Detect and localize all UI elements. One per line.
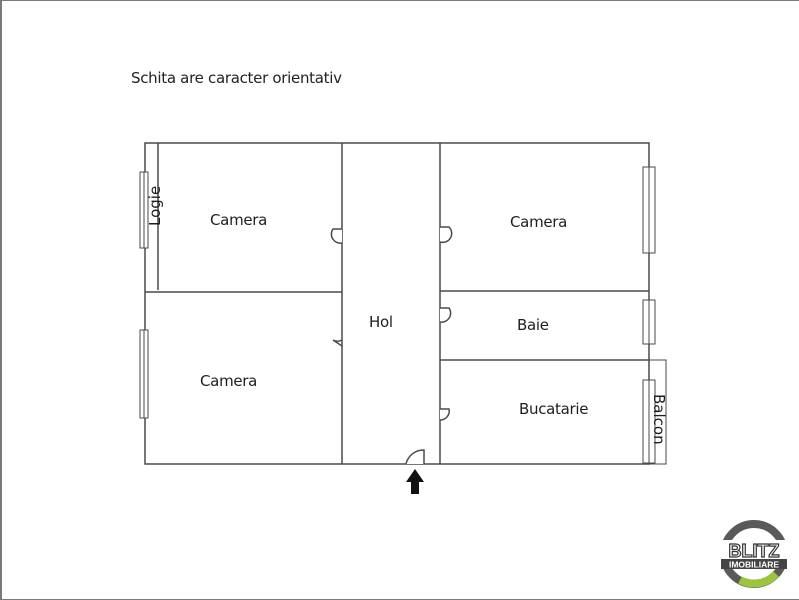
arrow-up-icon xyxy=(406,469,424,494)
logo-line2: IMOBILIARE xyxy=(729,560,779,570)
room-label-camera-top-left: Camera xyxy=(210,211,268,229)
plan-disclaimer: Schita are caracter orientativ xyxy=(131,69,342,87)
door-bucatarie xyxy=(439,408,450,421)
door-camera-bottom-left xyxy=(332,339,343,347)
logo-line1: BLITZ xyxy=(729,541,780,561)
room-label-hol: Hol xyxy=(369,313,393,331)
door-entrance xyxy=(405,449,425,465)
room-label-baie: Baie xyxy=(517,316,549,334)
room-label-bucatarie: Bucatarie xyxy=(519,400,589,418)
blitz-logo: BLITZ IMOBILIARE xyxy=(720,520,788,588)
room-label-camera-top-right: Camera xyxy=(510,213,568,231)
room-label-balcon: Balcon xyxy=(650,394,668,445)
room-label-camera-bottom-left: Camera xyxy=(200,372,258,390)
door-baie xyxy=(439,307,452,323)
room-label-logie: Logie xyxy=(146,185,164,226)
door-camera-top-right xyxy=(439,226,453,244)
door-camera-top-left xyxy=(330,228,343,244)
